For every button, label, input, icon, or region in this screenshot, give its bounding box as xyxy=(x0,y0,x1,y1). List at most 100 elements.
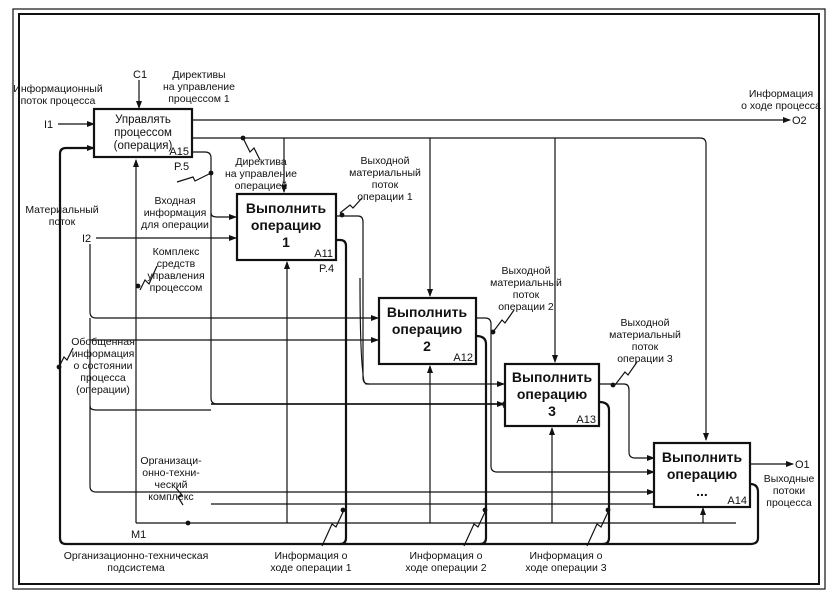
label-info-op-2: Информация о ходе операции 2 xyxy=(405,550,486,574)
box-code: A12 xyxy=(453,352,473,364)
box-ref: P.4 xyxy=(319,263,334,275)
label-line: поток xyxy=(632,341,659,353)
label-line: информация xyxy=(72,348,135,360)
label-line: для операции xyxy=(141,219,209,231)
box-code: A15 xyxy=(169,146,189,158)
label-line: операцией xyxy=(235,180,288,192)
label-line: средств xyxy=(157,258,196,270)
out-mat-3 xyxy=(599,383,655,461)
activity-box-a13[interactable]: Выполнить операцию 3 A13 xyxy=(503,362,601,428)
box-title-line: 2 xyxy=(423,338,431,354)
box-title-line: Выполнить xyxy=(512,369,593,385)
label-line: Информация xyxy=(749,88,813,100)
activity-box-a12[interactable]: Выполнить операцию 2 A12 xyxy=(377,296,478,366)
label-line: Информация о xyxy=(529,550,602,562)
box-title-line: Выполнить xyxy=(387,304,468,320)
tunnel-i1: I1 xyxy=(44,119,53,131)
input-info-to-a11 xyxy=(210,212,237,220)
label-line: Выходные xyxy=(764,473,815,485)
label-line: ходе операции 1 xyxy=(270,562,351,574)
label-line: онно-техни- xyxy=(142,467,200,479)
box-title-line: операцию xyxy=(392,321,462,337)
label-info-op-3: Информация о ходе операции 3 xyxy=(525,550,606,574)
tunnel-o2: O2 xyxy=(792,115,807,127)
label-line: на управление xyxy=(225,168,297,180)
label-line: операции 2 xyxy=(498,301,554,313)
label-line: ходе операции 3 xyxy=(525,562,606,574)
label-line: Организаци- xyxy=(140,455,202,467)
label-line: Информация о xyxy=(409,550,482,562)
label-line: ходе операции 2 xyxy=(405,562,486,574)
label-line: операции 3 xyxy=(617,353,673,365)
box-title-line: операцию xyxy=(667,466,737,482)
label-line: поток процесса xyxy=(21,95,96,107)
label-material-flow: Материальный поток xyxy=(25,204,98,228)
label-line: Информационный xyxy=(13,83,103,95)
label-line: подсистема xyxy=(107,562,165,574)
box-code: A14 xyxy=(727,495,747,507)
label-line: Директивы xyxy=(172,69,225,81)
label-line: Входная xyxy=(154,195,195,207)
label-directive-op: Директива на управление операцией xyxy=(225,156,297,192)
label-line: поток xyxy=(49,216,76,228)
label-generalized-info: Обобщенная информация о состоянии процес… xyxy=(71,336,135,396)
label-line: Директива xyxy=(235,156,287,168)
label-line: о состоянии xyxy=(74,360,133,372)
label-directives: Директивы на управление процессом 1 xyxy=(163,69,235,105)
page-frame xyxy=(12,8,826,590)
box-title-line: операцию xyxy=(517,386,587,402)
label-line: информация xyxy=(144,207,207,219)
box-code: A13 xyxy=(576,414,596,426)
directive-bus xyxy=(192,137,709,441)
label-control-means: Комплекс средств управления процессом xyxy=(147,246,204,294)
label-line: потоки xyxy=(773,485,805,497)
box-title-line: процессом xyxy=(114,127,172,139)
label-line: поток xyxy=(513,289,540,301)
box-title-line: Выполнить xyxy=(662,449,743,465)
box-code: A11 xyxy=(314,248,333,260)
label-line: процесса xyxy=(766,497,812,509)
activity-box-a14[interactable]: Выполнить операцию ... A14 xyxy=(652,441,752,509)
out-mat-2 xyxy=(476,317,655,475)
label-line: Комплекс xyxy=(153,246,200,258)
feedback-a11 xyxy=(336,238,348,546)
i2-to-a13-line xyxy=(89,405,211,411)
box-title-line: Выполнить xyxy=(246,200,327,216)
label-line: Материальный xyxy=(25,204,98,216)
label-line: о ходе процесса xyxy=(741,100,821,112)
box-ref: P.5 xyxy=(174,161,189,173)
out-mat-1 xyxy=(336,215,370,385)
tunnel-c1: C1 xyxy=(133,69,147,81)
label-line: (операции) xyxy=(76,384,130,396)
label-info-op-1: Информация о ходе операции 1 xyxy=(270,550,351,574)
activity-box-a11[interactable]: Выполнить операцию 1 A11 P.4 xyxy=(235,192,338,275)
label-line: процессом 1 xyxy=(168,93,230,105)
label-line: материальный xyxy=(609,329,681,341)
box-title-line: Управлять xyxy=(115,114,171,126)
box-title-line: 1 xyxy=(282,234,290,250)
label-info-flow: Информационный поток процесса xyxy=(13,83,103,107)
label-line: материальный xyxy=(349,167,421,179)
label-org-tech-complex: Организаци- онно-техни- ческий комплекс xyxy=(140,455,202,503)
i2-down xyxy=(89,318,655,495)
label-line: процесса xyxy=(80,372,126,384)
label-input-info: Входная информация для операции xyxy=(141,195,209,231)
box-title-line: ... xyxy=(696,483,708,499)
tunnel-m1: M1 xyxy=(131,529,146,541)
box-title-line: операцию xyxy=(251,217,321,233)
feedback-a14 xyxy=(58,145,760,546)
label-line: Обобщенная xyxy=(71,336,135,348)
label-info-about-process: Информация о ходе процесса xyxy=(741,88,821,112)
tunnel-o1: O1 xyxy=(795,459,810,471)
label-line: ческий xyxy=(155,479,188,491)
label-line: операции 1 xyxy=(357,191,413,203)
label-line: управления xyxy=(147,270,204,282)
i2-bus xyxy=(89,244,211,319)
label-connectors xyxy=(56,135,638,547)
label-output-material-3: Выходной материальный поток операции 3 xyxy=(609,317,681,365)
label-line: Выходной xyxy=(502,265,551,277)
label-line: на управление xyxy=(163,81,235,93)
label-org-tech-subsystem: Организационно-техническая подсистема xyxy=(64,550,209,574)
activity-box-a15[interactable]: Управлять процессом (операция) A15 P.5 xyxy=(92,107,194,173)
